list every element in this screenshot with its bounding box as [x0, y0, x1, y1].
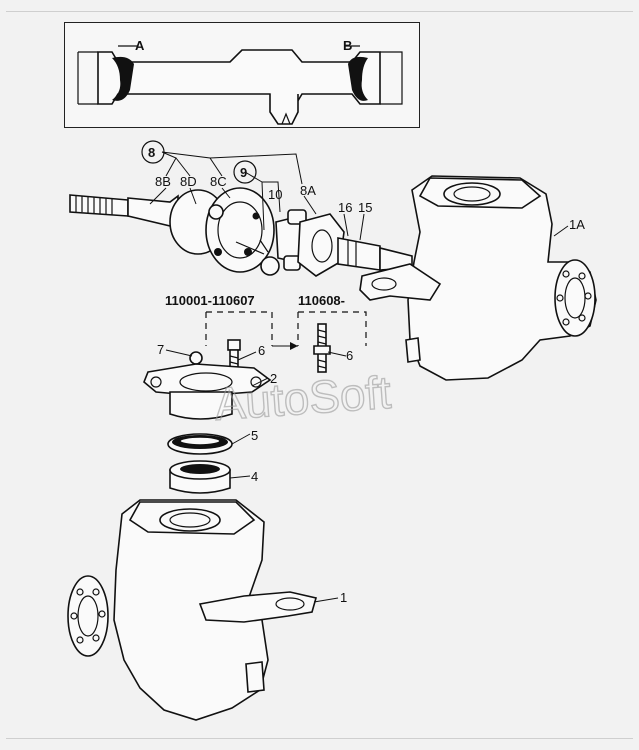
bottom-divider	[6, 738, 633, 739]
callout-8: 8	[148, 145, 155, 160]
callout-9-ring	[233, 160, 257, 184]
bearing-stack	[143, 363, 272, 494]
joint-b-shading	[348, 56, 368, 101]
callout-8a: 8A	[300, 183, 316, 198]
callout-15: 15	[358, 200, 372, 215]
callout-6-early: 6	[258, 343, 265, 358]
callout-1: 1	[340, 590, 347, 605]
axle-overview-drawing: A B	[77, 38, 403, 125]
serial-range-early: 110001-110607	[165, 293, 255, 308]
leader-lines	[149, 151, 569, 603]
callout-7: 7	[157, 342, 164, 357]
callout-5: 5	[251, 428, 258, 443]
inset-label-a: A	[135, 38, 145, 53]
callout-8-ring	[141, 140, 165, 164]
callout-8d: 8D	[180, 174, 197, 189]
callout-4: 4	[251, 469, 258, 484]
callout-2: 2	[270, 371, 277, 386]
lower-steering-knuckle	[67, 499, 318, 721]
serial-range-late: 110608-	[298, 293, 345, 308]
drive-shaft-assembly	[69, 187, 413, 277]
inset-label-b: B	[343, 38, 352, 53]
upper-steering-knuckle	[359, 175, 597, 381]
callout-8b: 8B	[155, 174, 171, 189]
callout-10: 10	[268, 187, 282, 202]
callout-6-late: 6	[346, 348, 353, 363]
callout-1a: 1A	[569, 217, 585, 232]
callout-16: 16	[338, 200, 352, 215]
top-divider	[6, 11, 633, 12]
serial-range-brackets	[205, 311, 367, 350]
callout-9: 9	[240, 165, 247, 180]
joint-a-shading	[112, 56, 134, 101]
callout-8c: 8C	[210, 174, 227, 189]
watermark: AutoSoft	[213, 366, 393, 430]
